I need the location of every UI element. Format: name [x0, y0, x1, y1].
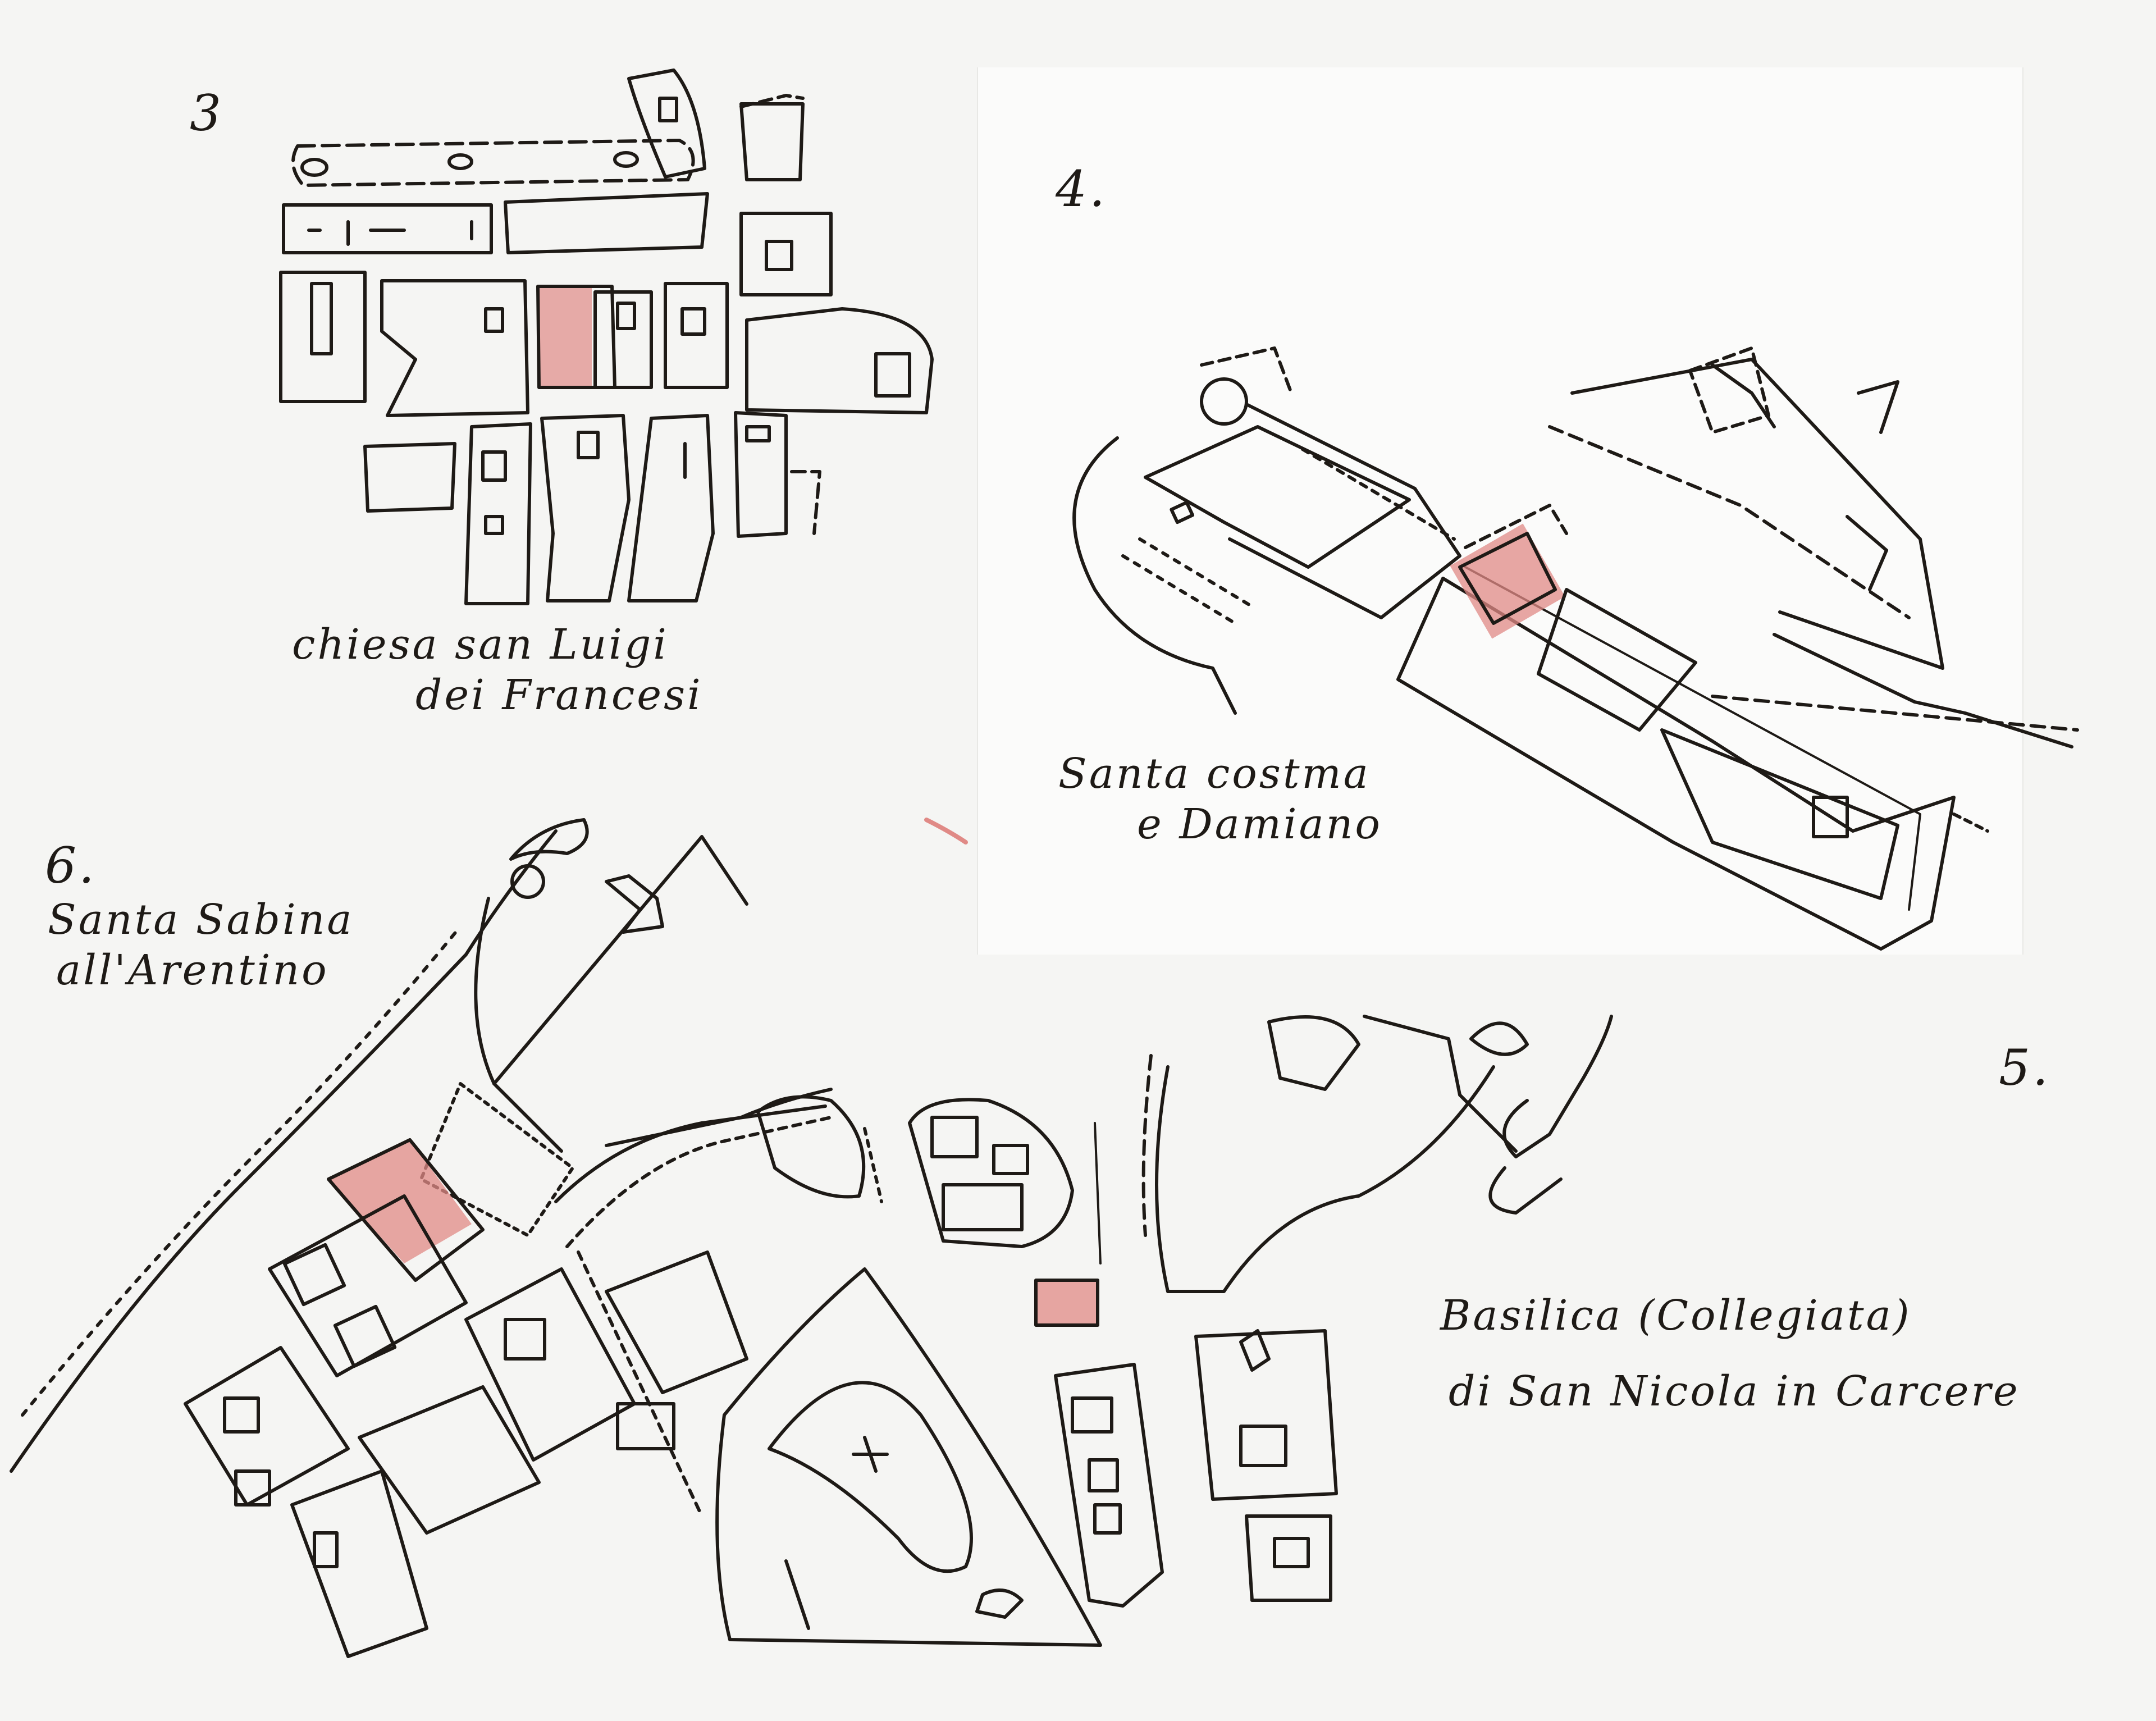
sketch-4-caption-line-2: e Damiano — [1137, 800, 1382, 848]
sketch-4-caption-line-1: Santa costma — [1058, 750, 1371, 798]
sketch-5-number: 5. — [1999, 1039, 2050, 1097]
plan-santi-cosma-damiano — [1072, 346, 2079, 951]
plan-santa-sabina — [10, 818, 833, 1658]
sketch-5-caption-line-1: Basilica (Collegiata) — [1440, 1291, 1912, 1340]
sketch-6-caption-line-1: Santa Sabina — [48, 896, 354, 944]
sketch-6-caption-line-2: all'Arentino — [56, 946, 329, 994]
sketch-5-caption-line-2: di San Nicola in Carcere — [1449, 1367, 2020, 1416]
plan-san-nicola-in-carcere — [715, 1015, 1613, 1647]
sketch-3-caption-line-1: chiesa san Luigi — [292, 620, 669, 669]
san-nicola-church-highlight — [1036, 1280, 1098, 1325]
sketch-4-number: 4. — [1056, 160, 1107, 218]
santa-sabina-church-highlight — [328, 1140, 472, 1263]
plan-san-luigi — [279, 69, 934, 605]
san-luigi-church-highlight — [538, 286, 592, 387]
sketch-3-number: 3 — [190, 84, 223, 142]
pink-smudge — [924, 818, 968, 844]
sketch-3-caption-line-2: dei Francesi — [415, 671, 703, 719]
sketch-6-number: 6. — [45, 837, 97, 894]
